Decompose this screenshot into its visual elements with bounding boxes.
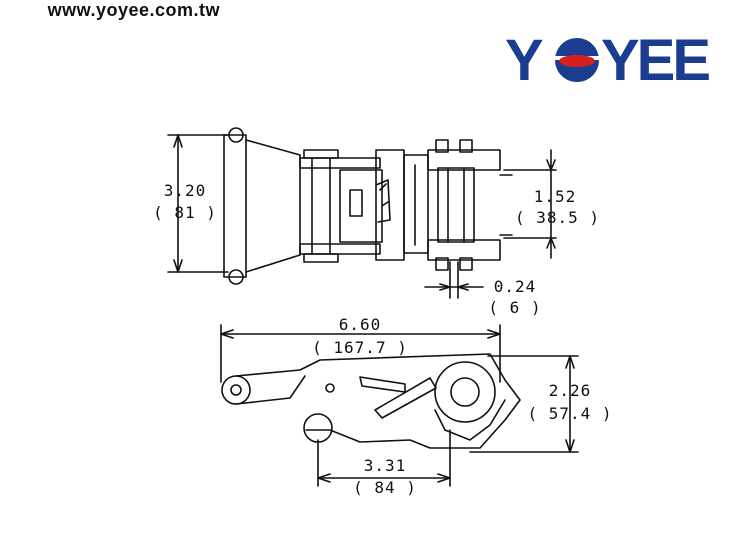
dim-height-mm: ( 57.4 ) [527, 404, 613, 423]
dim-spindle-span-mm: ( 38.5 ) [515, 208, 601, 227]
dim-width-mm: ( 81 ) [153, 203, 217, 222]
dim-spindle-span-inch: 1.52 [533, 187, 577, 206]
dim-pivot-mm: ( 84 ) [353, 478, 417, 497]
yoyee-logo: Y YEE [505, 30, 712, 90]
dim-length-mm: ( 167.7 ) [312, 338, 408, 357]
dim-width-inch: 3.20 [163, 181, 207, 200]
dim-pivot-inch: 3.31 [363, 456, 407, 475]
dim-spindle-width-mm: ( 6 ) [488, 298, 542, 317]
dim-spindle-width-inch: 0.24 [493, 277, 537, 296]
logo-text-y1: Y [505, 30, 543, 90]
top-view [167, 127, 557, 299]
svg-text:YEE: YEE [601, 30, 709, 90]
side-view [220, 324, 579, 487]
dim-height-inch: 2.26 [548, 381, 592, 400]
dim-length-inch: 6.60 [338, 315, 382, 334]
logo-ball-icon [555, 38, 599, 82]
website-url: www.yoyee.com.tw [47, 0, 220, 20]
